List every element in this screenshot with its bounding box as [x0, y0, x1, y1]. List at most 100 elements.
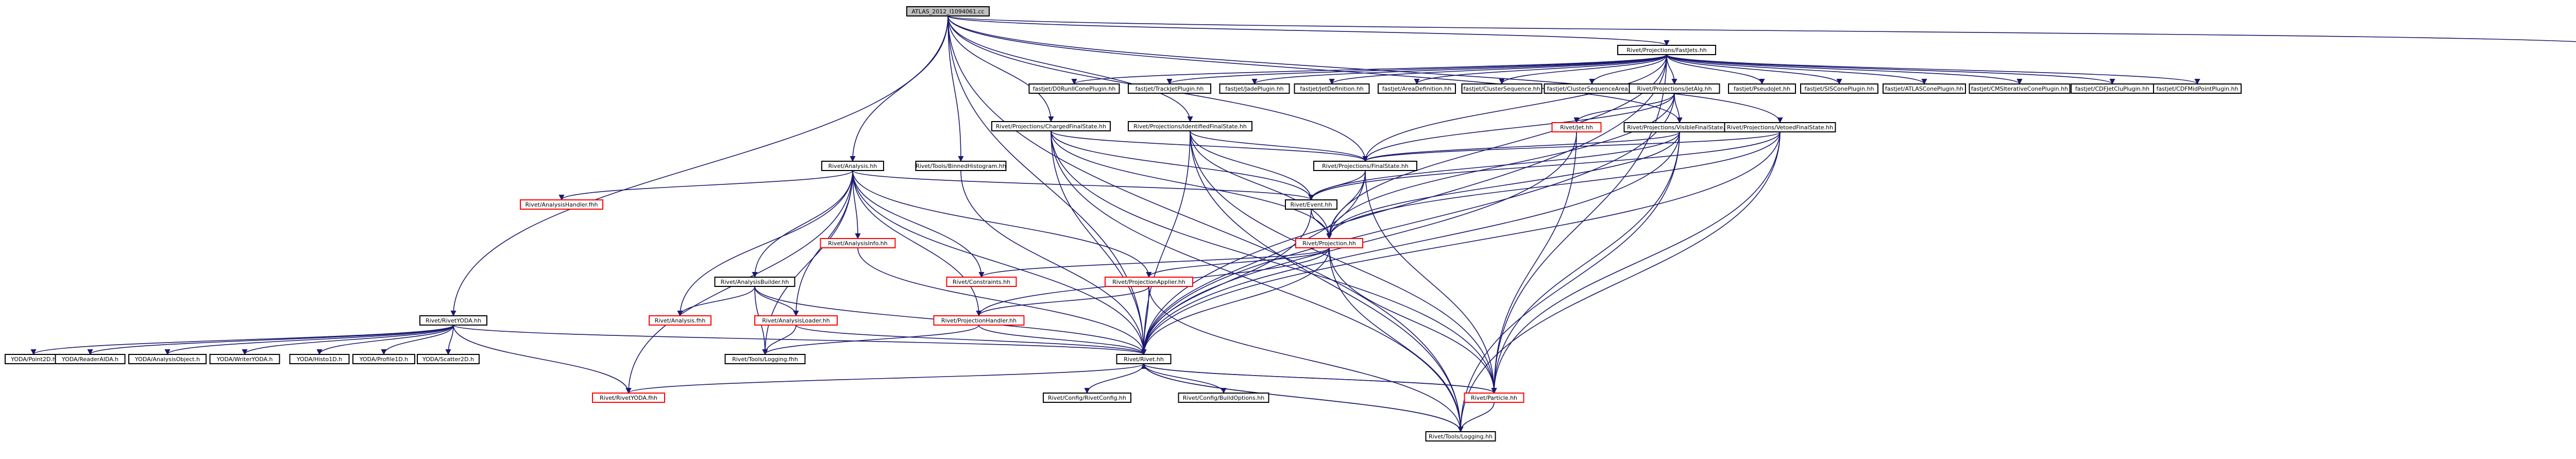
node-rivethh[interactable]: Rivet/Rivet.hh	[1116, 354, 1172, 364]
node-label: Rivet/AnalysisInfo.hh	[828, 240, 887, 247]
edge-projection-to-logginghh	[1329, 247, 1464, 433]
node-box	[1617, 45, 1716, 55]
node-jet[interactable]: Rivet/Jet.hh	[1551, 122, 1602, 132]
node-label: fastjet/PseudoJet.hh	[1734, 86, 1790, 92]
edge-rivethh-to-rivetyodafhh	[625, 363, 1144, 394]
node-anafhh[interactable]: Rivet/Analysis.fhh	[649, 315, 711, 326]
edge-analysis-to-rivethh	[852, 170, 1147, 355]
node-cdfmid[interactable]: fastjet/CDFMidPointPlugin.hh	[2153, 83, 2242, 94]
edge-root-to-binned	[947, 15, 964, 162]
node-label: Rivet/Particle.hh	[1471, 395, 1517, 401]
node-pseudojet[interactable]: fastjet/PseudoJet.hh	[1728, 83, 1796, 94]
edge-jet-to-particle	[1491, 131, 1577, 394]
node-box	[1464, 393, 1524, 403]
node-binned[interactable]: Rivet/Tools/BinnedHistogram.hh	[915, 161, 1007, 171]
edge-rivetyoda-to-point2d	[30, 325, 454, 355]
node-anahandler[interactable]: Rivet/AnalysisHandler.fhh	[520, 199, 603, 210]
edge-rivetyoda-to-histo1d	[316, 325, 454, 355]
node-fastjets[interactable]: Rivet/Projections/FastJets.hh	[1617, 45, 1716, 55]
node-point2d[interactable]: YODA/Point2D.h	[5, 354, 62, 364]
node-dcrun[interactable]: fastjet/D0RunIIConePlugin.hh	[1028, 83, 1120, 94]
node-particle[interactable]: Rivet/Particle.hh	[1464, 393, 1524, 403]
node-label: Rivet/Tools/Logging.fhh	[732, 356, 798, 363]
node-anaobject[interactable]: YODA/AnalysisObject.h	[128, 354, 207, 364]
node-projection[interactable]: Rivet/Projection.hh	[1295, 238, 1363, 248]
node-label: fastjet/ClusterSequenceArea.hh	[1547, 86, 1637, 92]
node-histo1d[interactable]: YODA/Histo1D.h	[289, 354, 350, 364]
node-analysis[interactable]: Rivet/Analysis.hh	[821, 161, 884, 171]
node-areadef[interactable]: fastjet/AreaDefinition.hh	[1378, 83, 1456, 94]
node-root[interactable]: ATLAS_2012_I1094061.cc	[906, 6, 990, 16]
node-profile1d[interactable]: YODA/Profile1D.h	[352, 354, 415, 364]
node-projapplier[interactable]: Rivet/ProjectionApplier.hh	[1105, 277, 1193, 287]
node-writeryoda[interactable]: YODA/WriterYODA.h	[209, 354, 280, 364]
node-rivetyoda[interactable]: Rivet/RivetYODA.hh	[419, 315, 487, 326]
node-clusterseqarea[interactable]: fastjet/ClusterSequenceArea.hh	[1544, 83, 1640, 94]
node-jetalg[interactable]: Rivet/Projections/JetAlg.hh	[1629, 83, 1720, 94]
edge-vetoedfs-to-particle	[1491, 131, 1781, 394]
edge-chargedfs-to-rivethh	[1050, 130, 1147, 355]
node-logginghh[interactable]: Rivet/Tools/Logging.hh	[1425, 431, 1496, 441]
node-rivetyodafhh[interactable]: Rivet/RivetYODA.fhh	[592, 393, 665, 403]
node-atlascone[interactable]: fastjet/ATLASConePlugin.hh	[1883, 83, 1966, 94]
node-box	[209, 354, 280, 364]
edge-fastjets-to-particle	[1491, 54, 1667, 394]
edge-particle-to-logginghh	[1458, 402, 1495, 433]
node-identifiedfs[interactable]: Rivet/Projections/IdentifiedFinalState.h…	[1128, 121, 1252, 131]
node-anainfo[interactable]: Rivet/AnalysisInfo.hh	[820, 238, 896, 248]
edge-root-to-chargedfs	[947, 15, 1054, 123]
node-visiblefs[interactable]: Rivet/Projections/VisibleFinalState.hh	[1623, 122, 1736, 132]
node-label: fastjet/CDFJetCluPlugin.hh	[2075, 86, 2149, 92]
node-clusterseq[interactable]: fastjet/ClusterSequence.hh	[1461, 83, 1543, 94]
node-cdfjetclu[interactable]: fastjet/CDFJetCluPlugin.hh	[2071, 83, 2154, 94]
node-finalstate[interactable]: Rivet/Projections/FinalState.hh	[1313, 161, 1417, 171]
node-event[interactable]: Rivet/Event.hh	[1285, 199, 1337, 210]
node-chargedfs[interactable]: Rivet/Projections/ChargedFinalState.hh	[991, 121, 1111, 131]
edge-fastjets-to-atlascone	[1666, 54, 1927, 85]
edge-fastjets-to-finalstate	[1362, 54, 1667, 162]
node-projhandler[interactable]: Rivet/ProjectionHandler.hh	[933, 315, 1025, 326]
node-vetoedfs[interactable]: Rivet/Projections/VetoedFinalState.hh	[1724, 122, 1836, 132]
edge-chargedfs-to-logginghh	[1050, 130, 1464, 433]
node-buildopts[interactable]: Rivet/Config/BuildOptions.hh	[1178, 393, 1269, 403]
edge-fastjets-to-pseudojet	[1666, 54, 1765, 85]
node-box	[714, 277, 795, 287]
node-scatter2d[interactable]: YODA/Scatter2D.h	[417, 354, 480, 364]
edge-rivetyoda-to-profile1d	[381, 325, 454, 355]
node-cmsiter[interactable]: fastjet/CMSIterativeConePlugin.hh	[1969, 83, 2071, 94]
edge-identifiedfs-to-event	[1190, 130, 1314, 201]
node-label: Rivet/ProjectionApplier.hh	[1112, 279, 1185, 285]
node-label: YODA/ReaderAIDA.h	[61, 356, 118, 363]
node-siscone[interactable]: fastjet/SISConePlugin.hh	[1800, 83, 1878, 94]
edge-particle-to-rivethh	[1141, 363, 1495, 394]
node-anabuilder[interactable]: Rivet/AnalysisBuilder.hh	[714, 277, 795, 287]
edge-root-to-visiblefs	[947, 15, 1683, 124]
node-label: Rivet/RivetYODA.hh	[426, 317, 481, 324]
node-trackjet[interactable]: fastjet/TrackJetPlugin.hh	[1128, 83, 1211, 94]
node-readeraida[interactable]: YODA/ReaderAIDA.h	[55, 354, 126, 364]
edge-jetalg-to-jet	[1573, 93, 1675, 124]
node-box	[289, 354, 350, 364]
edge-rivethh-to-rivetconfig	[1084, 363, 1144, 394]
node-rivetconfig[interactable]: Rivet/Config/RivetConfig.hh	[1043, 393, 1131, 403]
node-box	[754, 315, 838, 326]
node-constraints[interactable]: Rivet/Constraints.hh	[946, 277, 1017, 287]
node-box	[55, 354, 126, 364]
node-label: Rivet/Analysis.hh	[828, 163, 877, 169]
edge-visiblefs-to-finalstate	[1362, 131, 1680, 162]
node-jetdef[interactable]: fastjet/JetDefinition.hh	[1294, 83, 1370, 94]
edge-rivetyoda-to-rivetyodafhh	[453, 325, 632, 394]
node-box	[933, 315, 1025, 326]
edge-visiblefs-to-rivethh	[1141, 131, 1680, 355]
node-jade[interactable]: fastjet/JadePlugin.hh	[1219, 83, 1290, 94]
node-box	[592, 393, 665, 403]
node-analoader[interactable]: Rivet/AnalysisLoader.hh	[754, 315, 838, 326]
edge-fastjets-to-cdfmid	[1666, 54, 2200, 85]
node-box	[128, 354, 207, 364]
node-label: fastjet/JadePlugin.hh	[1225, 86, 1283, 92]
node-box	[1285, 199, 1337, 210]
node-toolslogging[interactable]: Rivet/Tools/Logging.fhh	[724, 354, 806, 364]
node-box	[1728, 83, 1796, 94]
edge-analysis-to-constraints	[852, 170, 985, 278]
dependency-nodes: ATLAS_2012_I1094061.ccRivet/Projections/…	[5, 6, 2242, 441]
